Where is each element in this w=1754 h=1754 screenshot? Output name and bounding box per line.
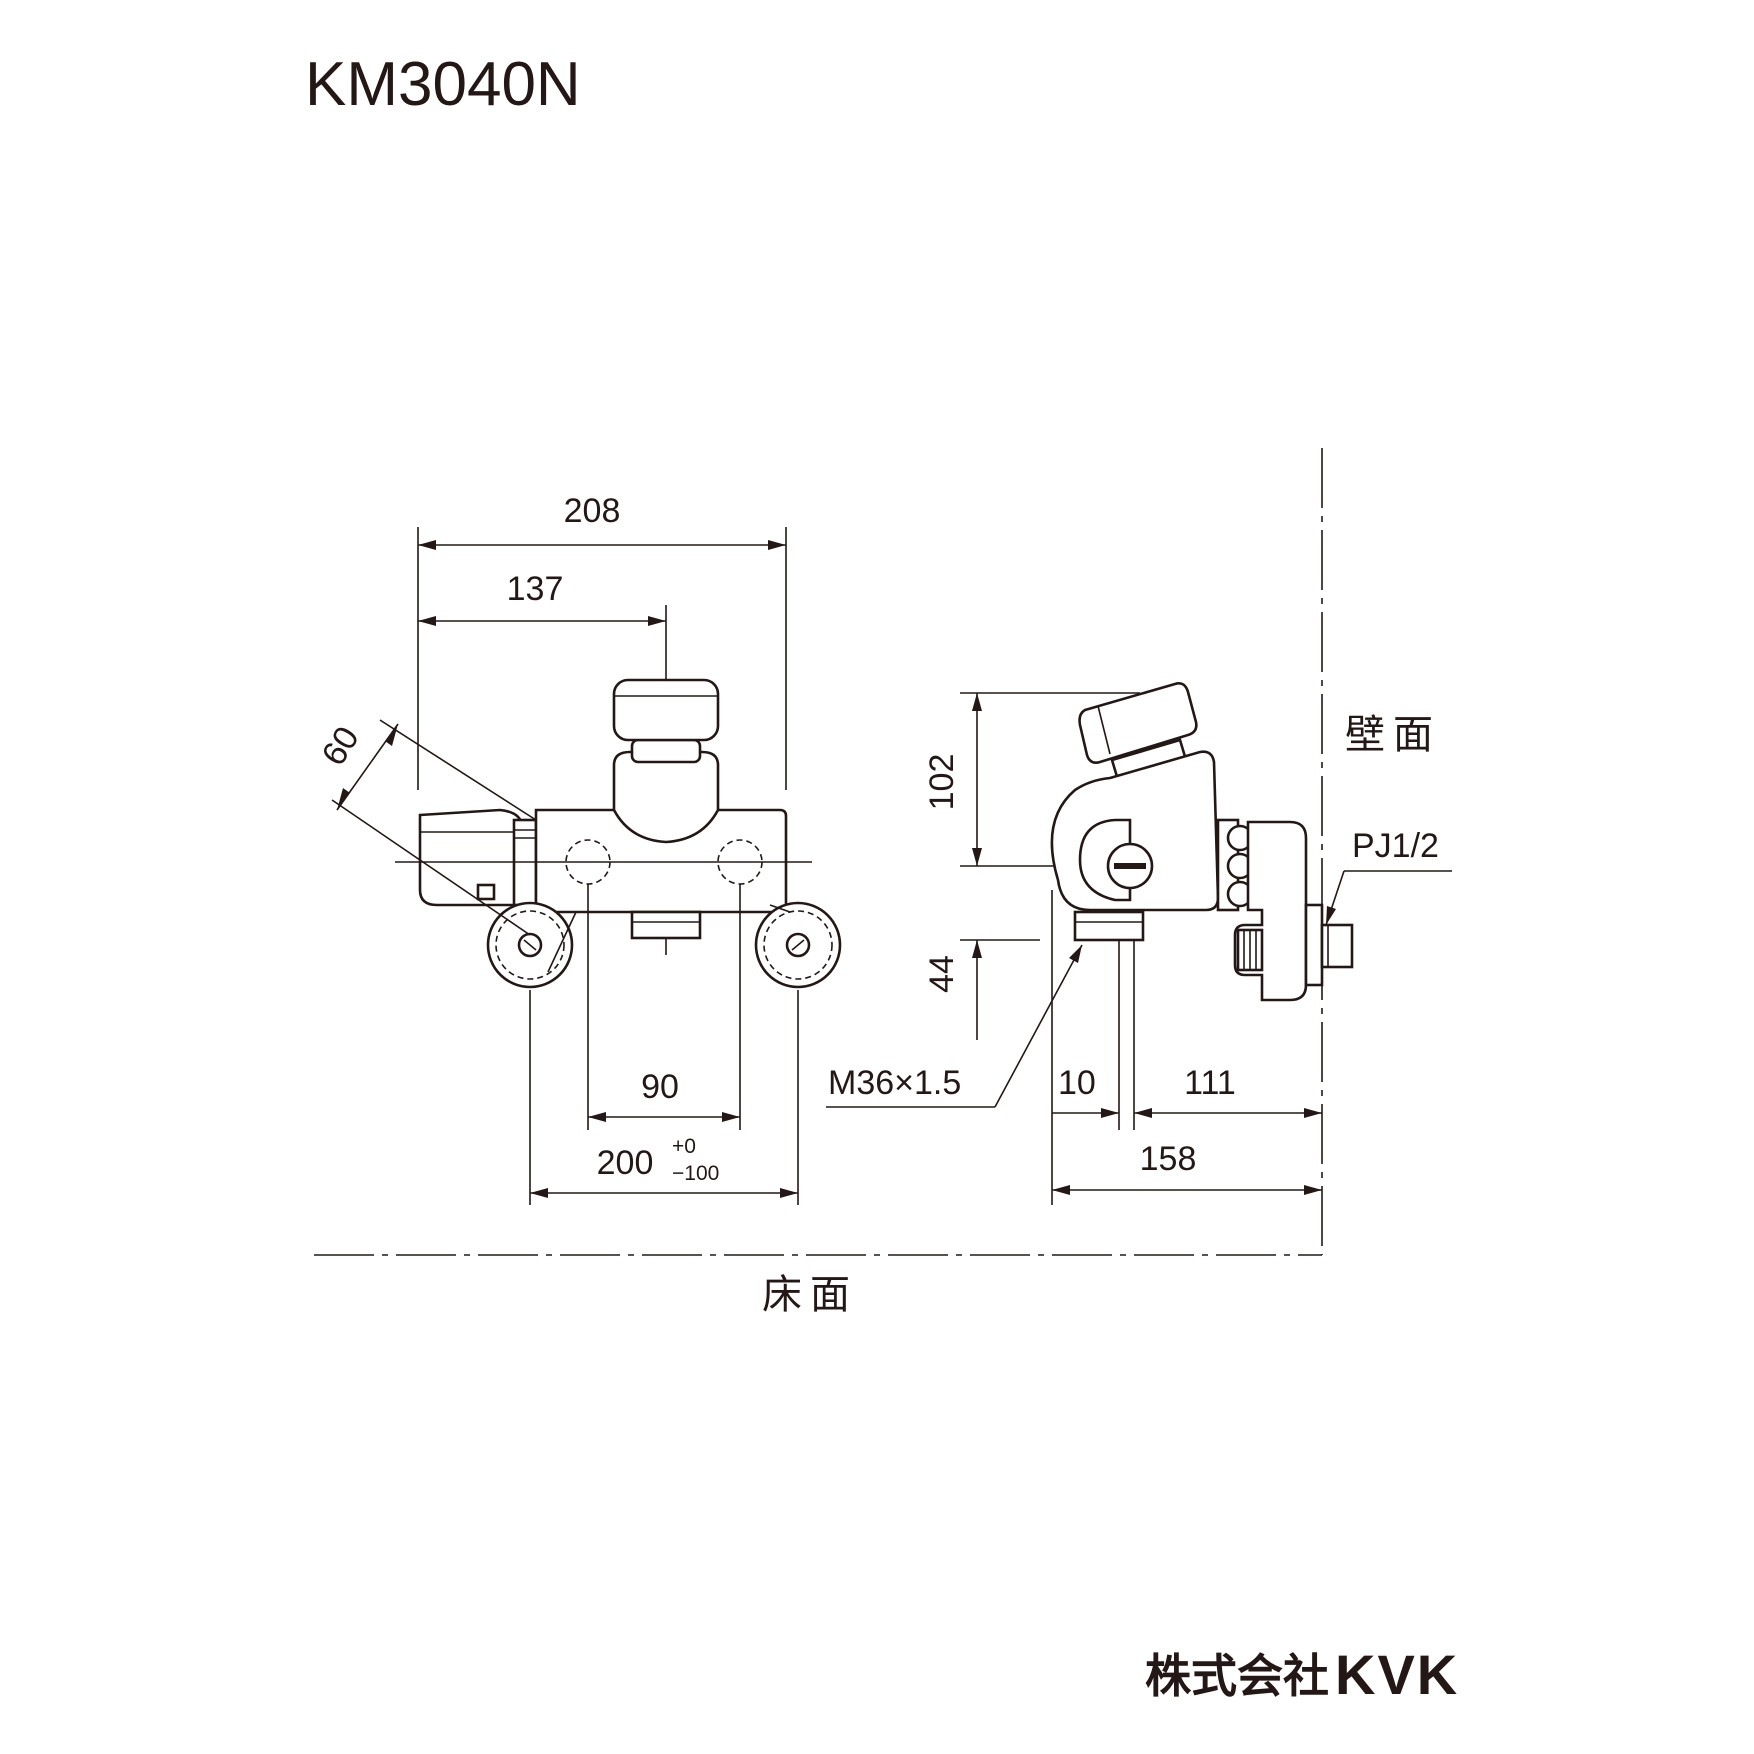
dim-200-tol-plus: +0 [672, 1135, 696, 1158]
dim-90: 90 [641, 1068, 679, 1106]
kvk-logo: KVK [1335, 1643, 1459, 1706]
floor-label: 床面 [762, 1273, 858, 1317]
dim-102: 102 [923, 754, 961, 811]
side-view: 102 44 壁面 PJ1/2 [314, 448, 1452, 1256]
dim-111: 111 [1184, 1064, 1236, 1102]
dim-10: 10 [1058, 1064, 1096, 1102]
dim-200-tol-minus: −100 [672, 1162, 719, 1185]
dim-60: 60 [315, 720, 367, 772]
dim-200: 200 [597, 1144, 654, 1182]
model-title: KM3040N [305, 50, 581, 119]
pipe-thread-label: PJ1/2 [1352, 827, 1439, 865]
dim-158: 158 [1140, 1140, 1197, 1178]
dim-137: 137 [507, 570, 564, 608]
outlet-thread-label: M36×1.5 [828, 1064, 961, 1102]
wall-label: 壁面 [1345, 713, 1441, 757]
dim-44: 44 [923, 955, 961, 993]
front-view: 208 137 [315, 492, 842, 1205]
brand-logo: 株式会社 KVK [1145, 1643, 1459, 1706]
dim-208: 208 [564, 492, 621, 530]
company-name: 株式会社 [1145, 1650, 1329, 1702]
